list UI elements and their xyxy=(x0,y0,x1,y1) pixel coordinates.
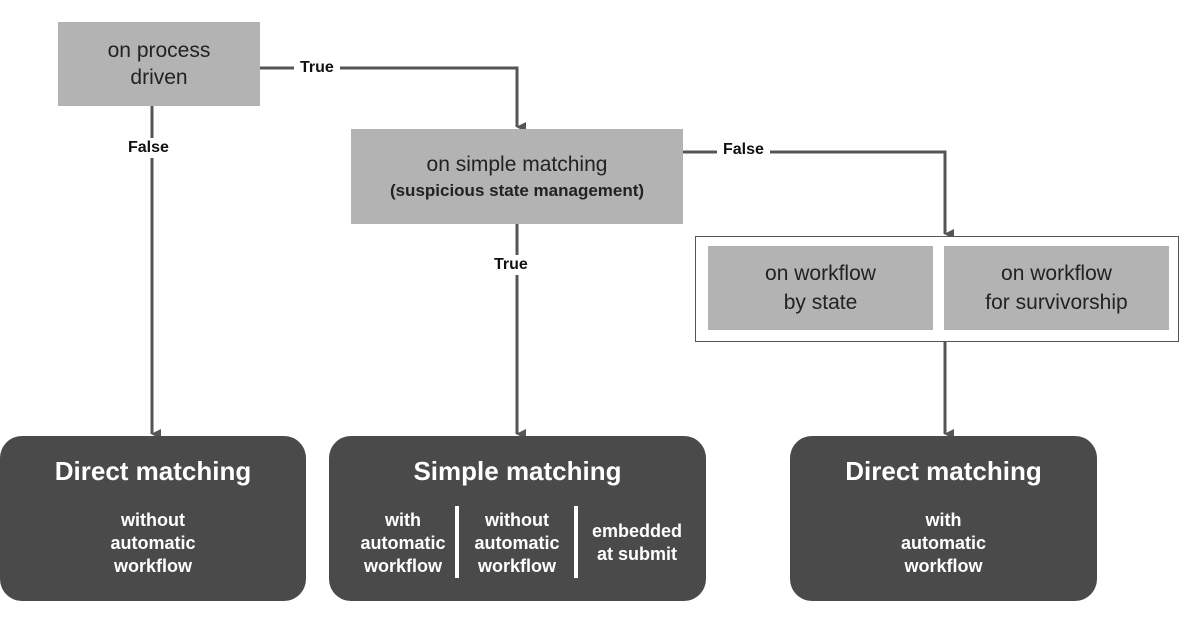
outcome-right-title: Direct matching xyxy=(845,456,1042,486)
edge-label-simple-true: True xyxy=(488,255,534,275)
outcome-right-sub-line-3: workflow xyxy=(904,556,983,576)
condition-process-driven: on process driven xyxy=(58,22,260,106)
condition-simple-matching: on simple matching (suspicious state man… xyxy=(351,129,683,224)
condition-workflow-survivorship-line-2: for survivorship xyxy=(985,291,1128,314)
condition-workflow-by-state-line-2: by state xyxy=(783,291,858,314)
outcome-middle-col-1-line-2: automatic xyxy=(360,533,446,553)
outcome-middle-separator-1 xyxy=(455,506,459,578)
outcome-right-sub-line-1: with xyxy=(925,510,962,530)
outcome-left-sub-line-2: automatic xyxy=(110,533,196,553)
connector-process-true xyxy=(260,66,526,132)
condition-process-driven-line-2: driven xyxy=(130,66,188,89)
outcome-left-sub-line-1: without xyxy=(121,510,185,530)
outcome-middle-col-2-line-2: automatic xyxy=(474,533,560,553)
condition-simple-matching-line-1: on simple matching xyxy=(426,152,608,176)
outcome-left-sub-line-3: workflow xyxy=(113,556,192,576)
outcome-middle-col-2-line-1: without xyxy=(485,510,549,530)
outcome-middle-title: Simple matching xyxy=(413,456,622,486)
outcome-middle-col-3: embedded at submit xyxy=(581,520,693,566)
condition-simple-matching-line-2: (suspicious state management) xyxy=(389,180,645,200)
condition-workflow-by-state: on workflow by state xyxy=(708,246,933,330)
condition-process-driven-line-1: on process xyxy=(107,39,211,62)
outcome-middle-col-2-line-3: workflow xyxy=(477,556,556,576)
outcome-left-subtext: without automatic workflow xyxy=(0,509,306,578)
edge-label-simple-false: False xyxy=(717,140,770,160)
outcome-middle-col-1-line-1: with xyxy=(385,510,421,530)
condition-workflow-survivorship-line-1: on workflow xyxy=(1001,262,1112,285)
connector-simple-false xyxy=(683,150,954,239)
condition-workflow-by-state-line-1: on workflow xyxy=(765,262,876,285)
outcome-left-title: Direct matching xyxy=(54,456,252,486)
outcome-simple-matching: Simple matching with automatic workflow … xyxy=(329,436,706,601)
outcome-middle-separator-2 xyxy=(574,506,578,578)
edge-label-process-false: False xyxy=(122,138,175,158)
outcome-middle-col-3-line-2: at submit xyxy=(596,544,677,564)
outcome-right-sub-line-2: automatic xyxy=(900,533,987,553)
outcome-middle-col-1-line-3: workflow xyxy=(363,556,442,576)
condition-workflow-survivorship: on workflow for survivorship xyxy=(944,246,1169,330)
outcome-direct-matching-with-workflow: Direct matching with automatic workflow xyxy=(790,436,1097,601)
outcome-direct-matching-without-workflow: Direct matching without automatic workfl… xyxy=(0,436,306,601)
outcome-middle-col-3-line-1: embedded xyxy=(591,521,683,541)
edge-label-process-true: True xyxy=(294,58,340,78)
outcome-middle-col-2: without automatic workflow xyxy=(461,509,573,578)
outcome-right-subtext: with automatic workflow xyxy=(790,509,1097,578)
outcome-middle-col-1: with automatic workflow xyxy=(347,509,459,578)
